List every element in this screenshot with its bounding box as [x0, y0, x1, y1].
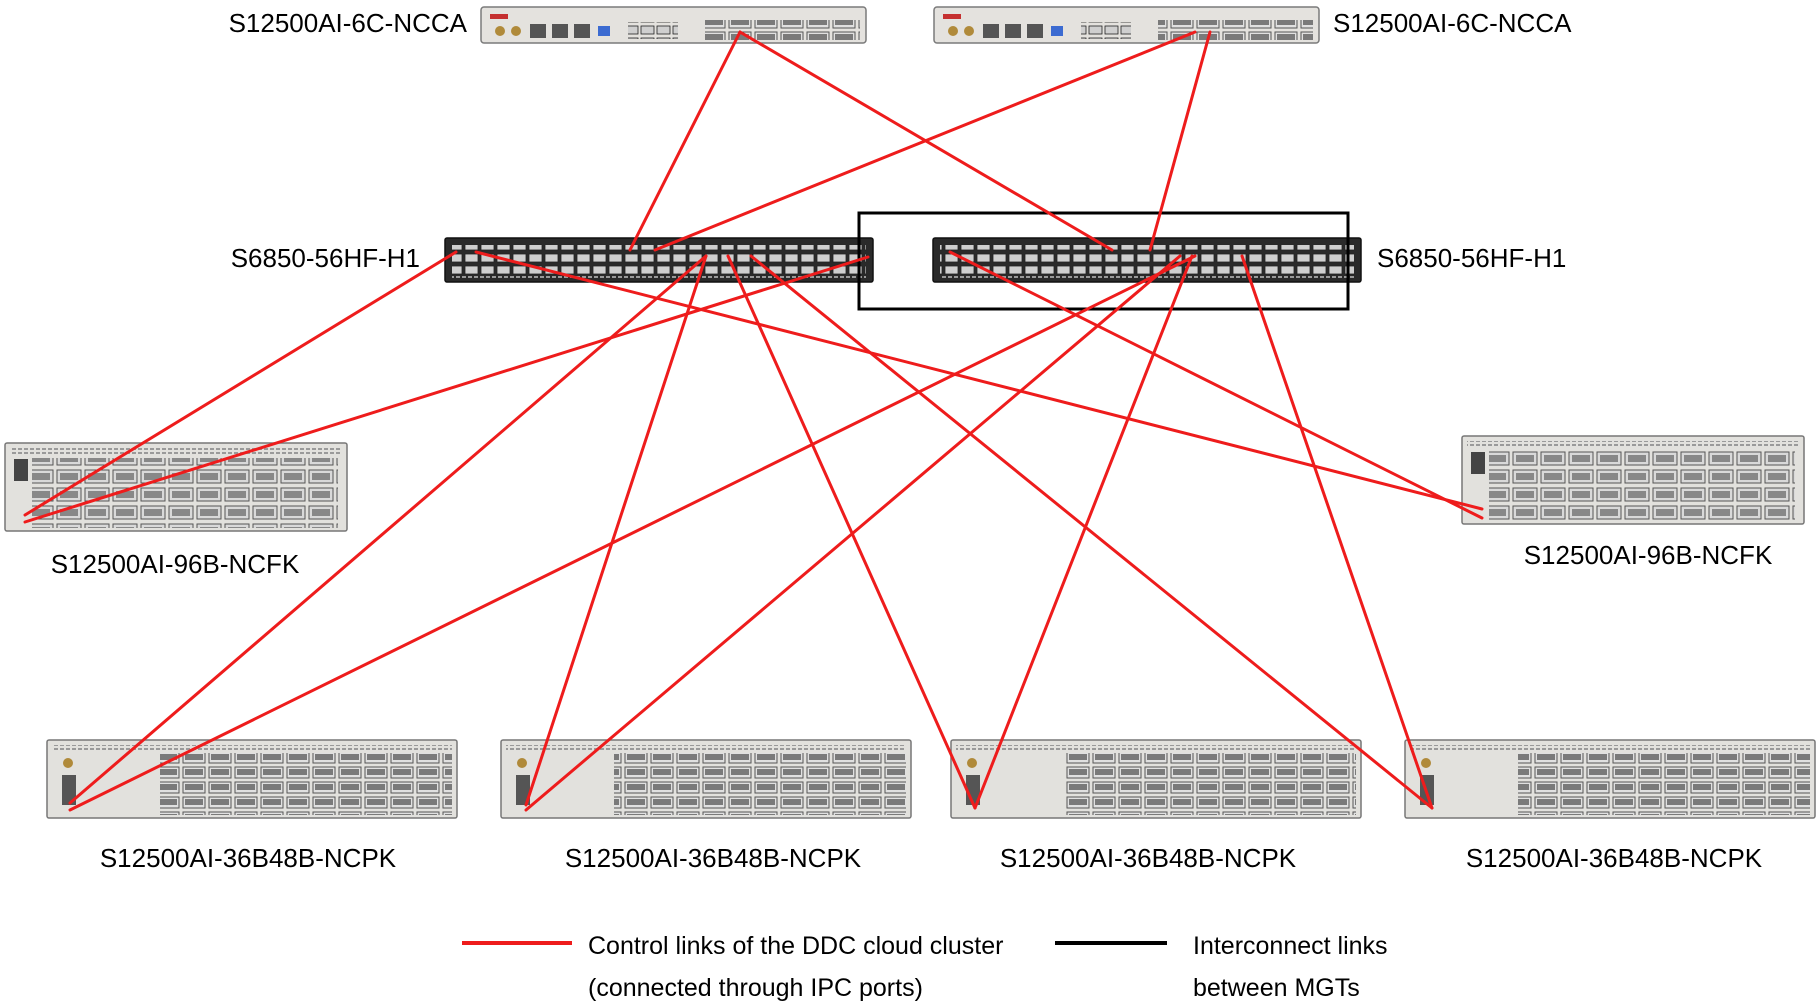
control-link	[628, 30, 742, 252]
s6850-right-label: S6850-56HF-H1	[1377, 243, 1566, 273]
control-link	[524, 254, 708, 807]
legend: Control links of the DDC cloud cluster (…	[462, 932, 1388, 1002]
ncfk-left-label: S12500AI-96B-NCFK	[51, 549, 300, 579]
legend-control-line2: (connected through IPC ports)	[588, 974, 923, 1002]
s6850-left-label: S6850-56HF-H1	[231, 243, 420, 273]
control-link	[23, 255, 870, 524]
control-link	[653, 30, 1197, 252]
control-link	[1148, 30, 1212, 252]
control-link	[1240, 254, 1434, 810]
control-link	[68, 254, 708, 805]
control-link	[973, 254, 1194, 810]
ncca-right-label: S12500AI-6C-NCCA	[1333, 8, 1572, 38]
control-link	[726, 254, 977, 810]
control-link	[948, 250, 1484, 520]
control-links	[23, 30, 1484, 812]
ncca-right-device	[933, 6, 1320, 44]
control-link	[749, 254, 1434, 810]
ncfk-left-device	[4, 442, 348, 532]
ncpk-3-device	[950, 739, 1362, 819]
legend-interconnect-line1: Interconnect links	[1193, 932, 1388, 960]
legend-control-line1: Control links of the DDC cloud cluster	[588, 932, 1003, 960]
ncpk-2-device	[500, 739, 912, 819]
control-link	[68, 254, 1197, 812]
ncpk-4-device	[1404, 739, 1816, 819]
legend-interconnect-line2: between MGTs	[1193, 974, 1360, 1002]
ncfk-right-label: S12500AI-96B-NCFK	[1524, 540, 1773, 570]
ncfk-right-device	[1461, 435, 1805, 525]
ncpk-1-device	[46, 739, 458, 819]
ncpk-3-label: S12500AI-36B48B-NCPK	[1000, 843, 1297, 873]
control-link	[23, 250, 458, 517]
ncpk-4-label: S12500AI-36B48B-NCPK	[1466, 843, 1763, 873]
ncpk-1-label: S12500AI-36B48B-NCPK	[100, 843, 397, 873]
control-link	[474, 250, 1484, 511]
ncca-left-label: S12500AI-6C-NCCA	[229, 8, 468, 38]
ncca-left-device	[480, 6, 867, 44]
ncpk-2-label: S12500AI-36B48B-NCPK	[565, 843, 862, 873]
